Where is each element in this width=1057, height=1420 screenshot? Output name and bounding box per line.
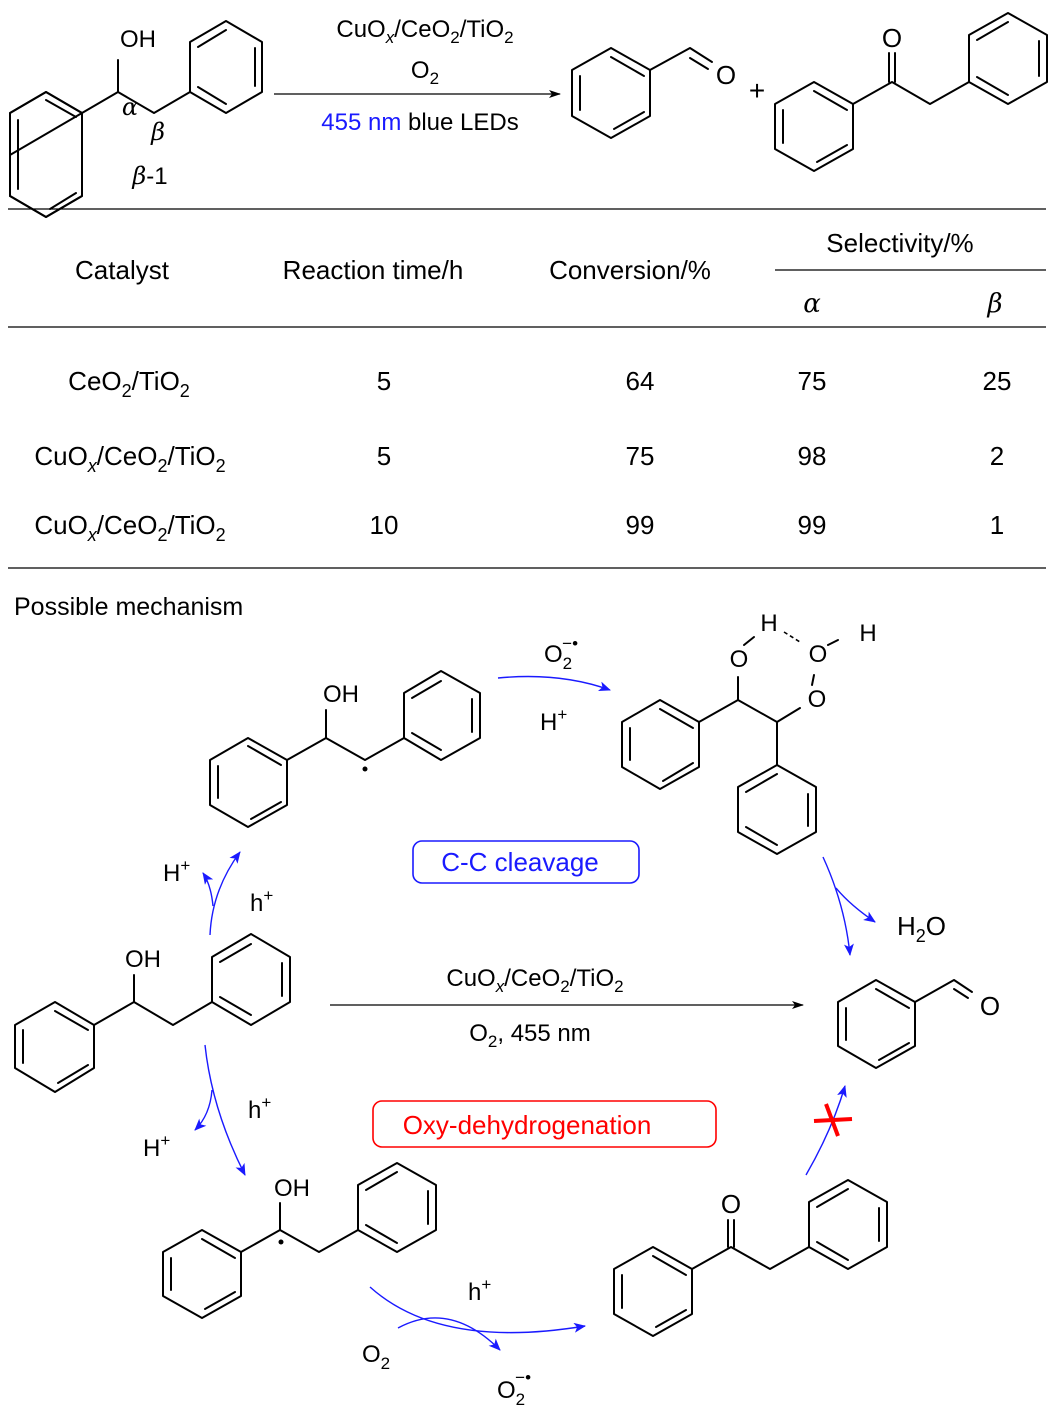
cleavage-arrow bbox=[822, 856, 854, 956]
oxy-dehydrogenation-badge: Oxy-dehydrogenation bbox=[372, 1100, 717, 1148]
cc-cleavage-badge: C-C cleavage bbox=[412, 840, 640, 884]
cell-catalyst: CuOx/CeO2/TiO2 bbox=[34, 510, 225, 545]
svg-text:O: O bbox=[808, 686, 827, 713]
superoxide-addition-arrow bbox=[497, 675, 611, 691]
header-selectivity: Selectivity/% bbox=[826, 228, 973, 258]
cell-conversion: 64 bbox=[626, 366, 655, 396]
proton-release-arrow-down bbox=[194, 1089, 213, 1131]
cell-beta: 1 bbox=[990, 510, 1004, 540]
hole-oxidation-arrow-up bbox=[209, 851, 241, 936]
svg-text:H: H bbox=[859, 620, 876, 647]
deoxybenzoin-product: O bbox=[613, 1179, 888, 1337]
h-plus-label: H+ bbox=[540, 705, 567, 736]
cell-alpha: 75 bbox=[798, 366, 827, 396]
table-row: CeO2/TiO2 5 64 75 25 bbox=[68, 366, 1011, 401]
svg-text:C-C cleavage: C-C cleavage bbox=[441, 847, 599, 877]
superoxide-label: O2−• bbox=[544, 634, 578, 673]
benzaldehyde-product: O bbox=[837, 979, 1000, 1069]
reaction-conditions: CuOx/CeO2/TiO2 O2 455 nm blue LEDs bbox=[274, 16, 561, 136]
header-conversion: Conversion/% bbox=[549, 255, 711, 285]
blocked-cross-icon bbox=[813, 1103, 853, 1137]
starting-material: OH bbox=[14, 933, 291, 1093]
cell-beta: 2 bbox=[990, 441, 1004, 471]
header-catalyst: Catalyst bbox=[75, 255, 170, 285]
catalyst-condition: CuOx/CeO2/TiO2 bbox=[336, 16, 513, 47]
svg-text:O: O bbox=[980, 991, 1000, 1021]
hole-label: h+ bbox=[248, 1093, 271, 1124]
light-condition: 455 nm blue LEDs bbox=[321, 109, 518, 136]
product-benzaldehyde: O bbox=[571, 47, 736, 139]
cell-conversion: 75 bbox=[626, 441, 655, 471]
beta-label: β bbox=[150, 118, 165, 146]
center-catalyst: CuOx/CeO2/TiO2 bbox=[446, 965, 623, 996]
hydrogen-bond bbox=[783, 631, 801, 643]
alpha-radical-intermediate: OH bbox=[162, 1162, 437, 1319]
cell-catalyst: CeO2/TiO2 bbox=[68, 366, 190, 401]
svg-text:Oxy-dehydrogenation: Oxy-dehydrogenation bbox=[403, 1110, 652, 1140]
hole-label: h+ bbox=[250, 886, 273, 917]
hole-label: h+ bbox=[468, 1275, 491, 1306]
svg-text:O: O bbox=[721, 1189, 741, 1219]
oxygen-label: O2 bbox=[362, 1341, 390, 1373]
reactant-beta-1: OH α β β-1 bbox=[9, 20, 263, 218]
svg-text:O: O bbox=[716, 60, 736, 90]
cell-time: 10 bbox=[370, 510, 399, 540]
alpha-label: α bbox=[122, 93, 138, 121]
cell-alpha: 98 bbox=[798, 441, 827, 471]
center-conditions: O2, 455 nm bbox=[469, 1020, 591, 1051]
svg-text:O: O bbox=[730, 646, 749, 673]
svg-text:O: O bbox=[809, 641, 828, 668]
oxygen-condition: O2 bbox=[411, 57, 439, 88]
h-plus-label: H+ bbox=[163, 856, 190, 887]
superoxide-label: O2−• bbox=[497, 1368, 531, 1409]
oh-label: OH bbox=[323, 681, 359, 708]
table-row: CuOx/CeO2/TiO2 5 75 98 2 bbox=[34, 441, 1004, 476]
oh-label: OH bbox=[125, 946, 161, 973]
product-deoxybenzoin: O bbox=[774, 12, 1048, 172]
svg-text:H: H bbox=[760, 610, 777, 637]
plus-sign: + bbox=[749, 75, 765, 106]
blocked-arrow bbox=[805, 1085, 847, 1176]
h-plus-label: H+ bbox=[143, 1131, 170, 1162]
cell-beta: 25 bbox=[983, 366, 1012, 396]
svg-text:O: O bbox=[882, 23, 902, 53]
cell-conversion: 99 bbox=[626, 510, 655, 540]
mechanism-title: Possible mechanism bbox=[14, 593, 243, 621]
cell-catalyst: CuOx/CeO2/TiO2 bbox=[34, 441, 225, 476]
header-alpha: α bbox=[803, 289, 821, 319]
hydroperoxide-intermediate: O H O H O bbox=[621, 610, 877, 855]
benzene-ring bbox=[9, 91, 83, 218]
results-table: Catalyst Reaction time/h Conversion/% Se… bbox=[8, 208, 1046, 569]
hole-oxidation-arrow-down bbox=[204, 1044, 246, 1176]
radical-dot bbox=[278, 1239, 284, 1245]
cell-alpha: 99 bbox=[798, 510, 827, 540]
radical-dot bbox=[362, 766, 368, 772]
oxygen-reduction-arrow bbox=[397, 1317, 501, 1351]
cell-time: 5 bbox=[377, 366, 391, 396]
water-label: H2O bbox=[897, 911, 946, 946]
header-time: Reaction time/h bbox=[283, 255, 464, 285]
cell-time: 5 bbox=[377, 441, 391, 471]
table-row: CuOx/CeO2/TiO2 10 99 99 1 bbox=[34, 510, 1004, 545]
beta-radical-intermediate: OH bbox=[209, 670, 481, 828]
water-release-arrow bbox=[835, 887, 876, 923]
proton-release-arrow-up bbox=[202, 872, 214, 907]
oh-label: OH bbox=[274, 1175, 310, 1202]
header-beta: β bbox=[986, 289, 1002, 319]
oh-label: OH bbox=[120, 26, 156, 53]
reactant-label: β-1 bbox=[131, 162, 167, 190]
hole-oxidation-arrow-ketone bbox=[369, 1286, 586, 1334]
